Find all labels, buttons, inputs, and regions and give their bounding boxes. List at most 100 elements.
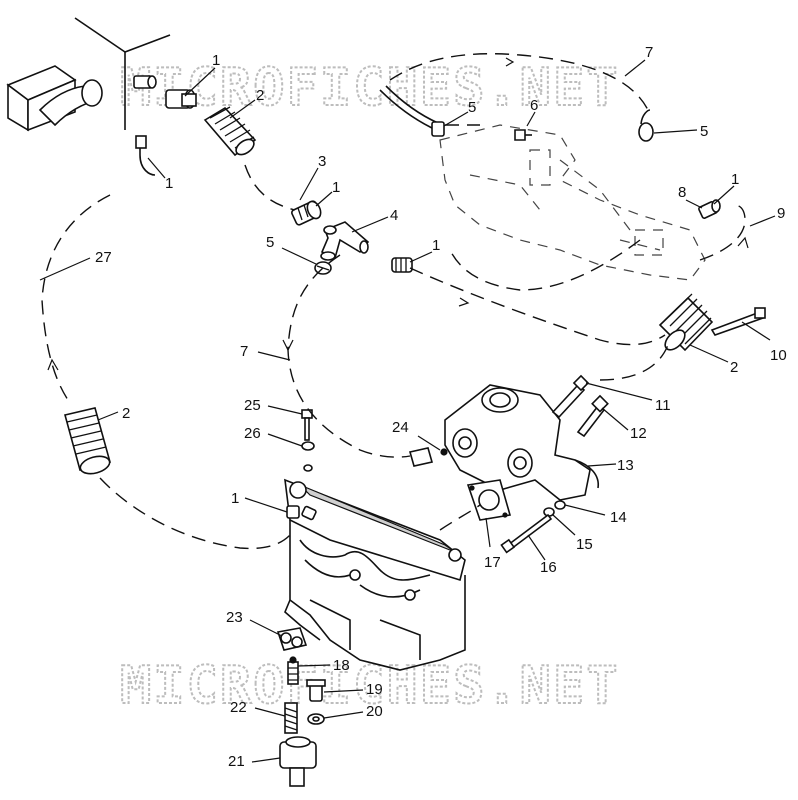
callout-21: 21 bbox=[228, 753, 281, 770]
callout-label: 24 bbox=[392, 419, 409, 436]
fitting-middle-upper bbox=[291, 200, 322, 226]
bellow-hose-upper bbox=[203, 106, 257, 157]
cylinder-head bbox=[284, 478, 466, 671]
callout-label: 21 bbox=[228, 753, 245, 770]
callout-25: 25 bbox=[244, 397, 303, 415]
callout-label: 2 bbox=[256, 87, 264, 104]
callout-27: 27 bbox=[39, 249, 112, 281]
callout-label: 20 bbox=[366, 703, 383, 720]
callout-3: 3 bbox=[299, 153, 326, 201]
hose-routing-lines bbox=[41, 53, 749, 550]
gasket-23 bbox=[276, 627, 308, 651]
callout-5-top: 5 bbox=[443, 99, 476, 127]
callout-label: 25 bbox=[244, 397, 261, 414]
callout-7-mid: 7 bbox=[240, 343, 291, 361]
callout-label: 19 bbox=[366, 681, 383, 698]
tee-fitting bbox=[320, 221, 370, 261]
callout-9: 9 bbox=[749, 205, 785, 227]
callout-10: 10 bbox=[741, 321, 787, 364]
callout-2-top: 2 bbox=[229, 87, 264, 119]
callout-label: 1 bbox=[165, 175, 173, 192]
callout-label: 1 bbox=[332, 179, 340, 196]
bolt-12 bbox=[576, 394, 609, 438]
callout-17: 17 bbox=[484, 517, 501, 571]
callout-19: 19 bbox=[323, 681, 383, 698]
callout-label: 1 bbox=[432, 237, 440, 254]
washer-15 bbox=[543, 507, 555, 517]
valve-housing-21 bbox=[279, 736, 317, 787]
callout-14: 14 bbox=[564, 504, 627, 526]
callout-label: 17 bbox=[484, 554, 501, 571]
fitting-top-left bbox=[133, 75, 157, 176]
bellow-hose-right bbox=[658, 293, 714, 352]
callout-18: 18 bbox=[297, 657, 350, 674]
callout-8: 8 bbox=[678, 184, 703, 209]
fitting-upper-right bbox=[638, 109, 654, 142]
callout-1-right: 1 bbox=[409, 237, 440, 263]
callout-1-head: 1 bbox=[231, 490, 288, 513]
callout-24: 24 bbox=[392, 419, 441, 451]
callout-label: 1 bbox=[231, 490, 239, 507]
callout-15: 15 bbox=[552, 514, 593, 553]
callout-1-mid: 1 bbox=[315, 179, 340, 207]
callout-5-right: 5 bbox=[653, 123, 708, 140]
callout-23: 23 bbox=[226, 609, 283, 637]
callout-label: 8 bbox=[678, 184, 686, 201]
callout-1-top-left: 1 bbox=[147, 157, 173, 192]
callout-label: 18 bbox=[333, 657, 350, 674]
callout-label: 10 bbox=[770, 347, 787, 364]
hose-clamp-tee-left bbox=[314, 261, 332, 275]
callout-5-mid: 5 bbox=[266, 234, 317, 265]
callout-label: 6 bbox=[530, 97, 538, 114]
hose-clamp-upper bbox=[165, 89, 197, 109]
callout-4: 4 bbox=[351, 207, 398, 233]
callout-label: 5 bbox=[700, 123, 708, 140]
callout-label: 16 bbox=[540, 559, 557, 576]
cable-tie bbox=[710, 307, 766, 336]
callout-label: 11 bbox=[655, 397, 671, 414]
callout-2-left: 2 bbox=[97, 405, 130, 422]
frame-reference-lines bbox=[74, 17, 171, 130]
callout-1-top: 1 bbox=[184, 52, 220, 97]
inlet-box bbox=[6, 65, 103, 132]
fuel-line-top bbox=[379, 85, 532, 141]
exhaust-manifold bbox=[444, 384, 600, 501]
watermark-bottom: MICROFICHES.NET bbox=[120, 656, 620, 716]
callout-label: 26 bbox=[244, 425, 261, 442]
callout-6: 6 bbox=[526, 97, 538, 127]
fitting-right-8 bbox=[698, 199, 721, 219]
bolt-16 bbox=[500, 513, 553, 554]
callout-22: 22 bbox=[230, 699, 286, 717]
callout-label: 2 bbox=[122, 405, 130, 422]
callout-label: 27 bbox=[95, 249, 112, 266]
callout-label: 14 bbox=[610, 509, 627, 526]
callout-label: 2 bbox=[730, 359, 738, 376]
sensor-18 bbox=[287, 656, 299, 685]
callout-label: 7 bbox=[240, 343, 248, 360]
washer-14 bbox=[554, 500, 566, 510]
callout-20: 20 bbox=[323, 703, 383, 720]
washer-20 bbox=[307, 713, 325, 725]
callout-label: 22 bbox=[230, 699, 247, 716]
bolt-11 bbox=[551, 374, 590, 419]
hose-clamp-middle-right bbox=[391, 257, 413, 273]
manifold-gasket bbox=[466, 479, 512, 521]
callout-label: 3 bbox=[318, 153, 326, 170]
callout-label: 23 bbox=[226, 609, 243, 626]
callout-label: 5 bbox=[266, 234, 274, 251]
bellow-hose-left bbox=[64, 407, 111, 475]
watermark-top: MICROFICHES.NET bbox=[120, 58, 620, 118]
callout-label: 5 bbox=[468, 99, 476, 116]
fitting-24 bbox=[408, 447, 448, 467]
callout-11: 11 bbox=[585, 382, 671, 414]
callout-label: 13 bbox=[617, 457, 634, 474]
callout-label: 1 bbox=[731, 171, 739, 188]
bolt-25 bbox=[301, 409, 313, 441]
callout-label: 12 bbox=[630, 425, 647, 442]
callout-7-top: 7 bbox=[624, 44, 653, 77]
callout-label: 4 bbox=[390, 207, 398, 224]
callout-16: 16 bbox=[527, 534, 557, 576]
spring-22 bbox=[284, 702, 298, 734]
callout-12: 12 bbox=[601, 407, 647, 442]
